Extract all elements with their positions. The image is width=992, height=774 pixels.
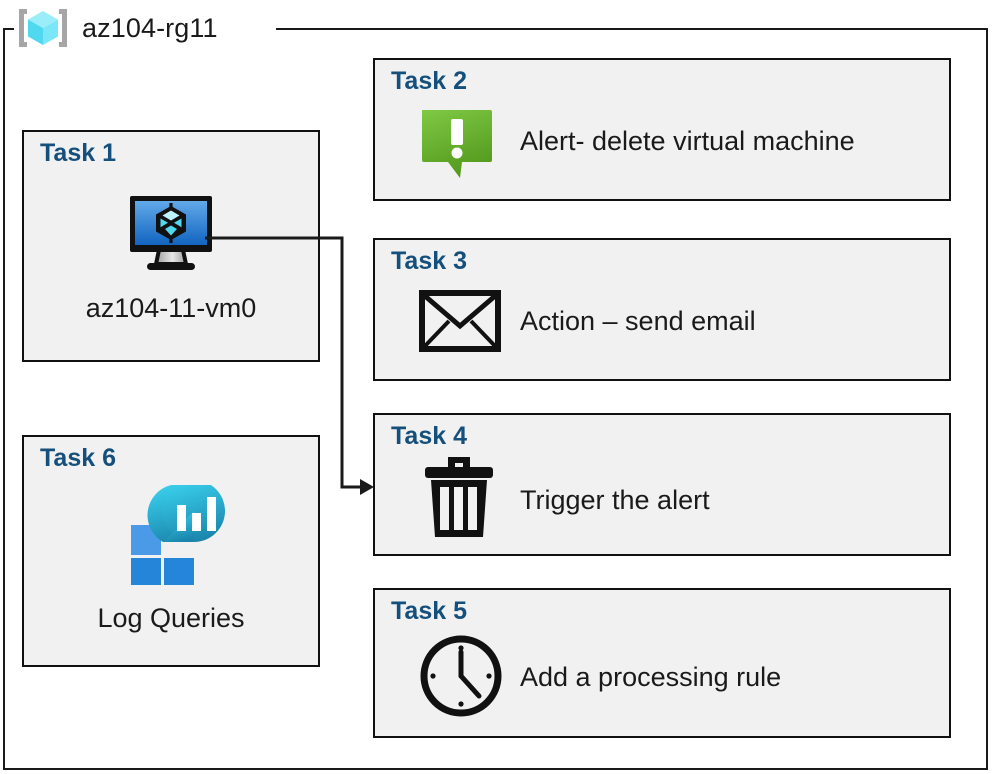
resource-group-header: az104-rg11 (14, 2, 218, 54)
trash-delete-icon (423, 453, 495, 539)
resource-group-header-gap (14, 20, 276, 38)
task-2-caption: Alert- delete virtual machine (520, 126, 855, 156)
azure-resource-group-icon (14, 4, 72, 52)
task-1-caption: az104-11-vm0 (85, 293, 257, 323)
task-5-caption: Add a processing rule (520, 662, 782, 692)
task-6-title: Task 6 (40, 444, 116, 472)
task-card-4[interactable]: Task 4 Trigger the alert (373, 413, 951, 556)
task-card-1[interactable]: Task 1 (22, 130, 320, 362)
task-4-caption: Trigger the alert (520, 485, 710, 515)
task-5-title: Task 5 (391, 597, 467, 625)
virtual-machine-icon (123, 192, 219, 278)
task-3-caption: Action – send email (520, 306, 756, 336)
envelope-icon (419, 290, 501, 352)
task-6-caption: Log Queries (97, 603, 245, 633)
task-card-5[interactable]: Task 5 Add a processing rule (373, 588, 951, 738)
clock-icon (419, 634, 503, 718)
task-card-2[interactable]: Task 2 Alert- delete virtual machine (373, 58, 951, 201)
task-card-3[interactable]: Task 3 Action – send email (373, 238, 951, 381)
task-1-title: Task 1 (40, 139, 116, 167)
task-3-title: Task 3 (391, 247, 467, 275)
alert-exclamation-icon (420, 108, 496, 180)
log-analytics-icon (115, 480, 227, 588)
task-4-title: Task 4 (391, 422, 467, 450)
task-card-6[interactable]: Task 6 (22, 435, 320, 667)
resource-group-container (3, 28, 988, 770)
resource-group-name: az104-rg11 (82, 12, 218, 43)
task-2-title: Task 2 (391, 67, 467, 95)
